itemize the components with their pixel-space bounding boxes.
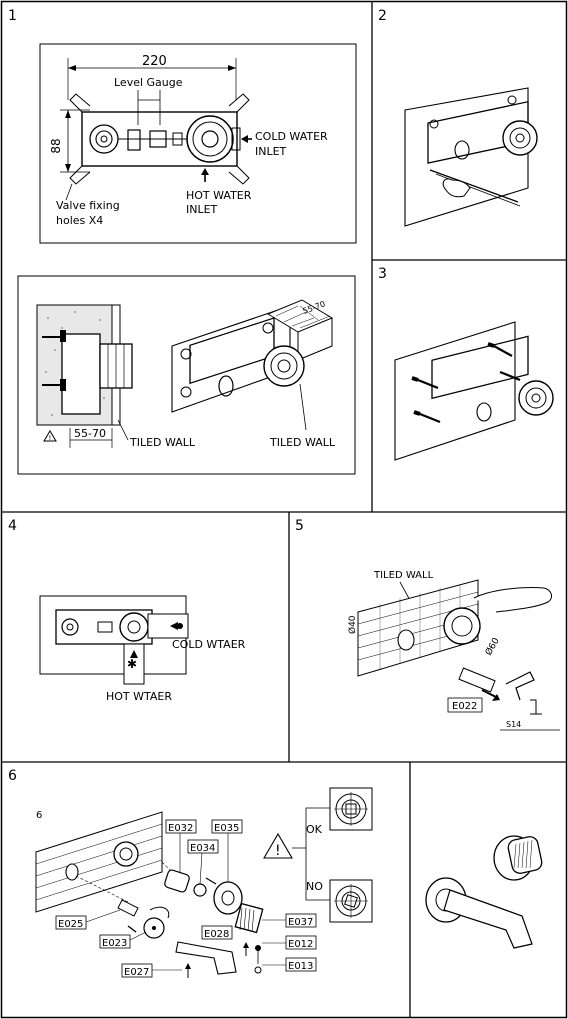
panel-number: 4 xyxy=(8,518,17,534)
part-e013: E013 xyxy=(288,961,313,972)
hot-water-label: HOT WTAER xyxy=(106,690,172,703)
wall-depth-drawing: 55-70 ! TILED WALL 55-70 TILED WALL xyxy=(17,275,356,475)
valve-fixing-label: Valve fixing xyxy=(56,199,120,212)
level-gauge-label: Level Gauge xyxy=(114,76,183,89)
panel-4-drawing: ✱ COLD WTAER HOT WTAER xyxy=(39,595,246,703)
panel-number: 5 xyxy=(295,518,304,534)
part-e034: E034 xyxy=(190,843,215,854)
panel-5-drawing: TILED WALL Ø40 Ø60 E022 S14 xyxy=(347,570,560,731)
hot-inlet-label-2: INLET xyxy=(186,203,218,216)
panel-number: 6 xyxy=(8,768,17,784)
part-e028: E028 xyxy=(204,929,229,940)
spanner-size: S14 xyxy=(506,720,521,729)
panel-number: 6 xyxy=(36,810,42,821)
diameter-40: Ø40 xyxy=(347,615,358,634)
part-e025: E025 xyxy=(58,919,83,930)
part-e035: E035 xyxy=(214,823,239,834)
part-e032: E032 xyxy=(168,823,193,834)
tiled-wall-label: TILED WALL xyxy=(129,436,196,449)
hot-inlet-label: HOT WATER xyxy=(186,189,252,202)
diameter-60: Ø60 xyxy=(483,636,502,658)
cold-inlet-label-2: INLET xyxy=(255,145,287,158)
panel-number: 3 xyxy=(378,266,387,282)
valve-fixing-label-2: holes X4 xyxy=(56,214,103,227)
panel-3-drawing xyxy=(394,321,554,461)
cold-inlet-label: COLD WATER xyxy=(255,130,328,143)
part-e027: E027 xyxy=(124,967,149,978)
part-e012: E012 xyxy=(288,939,313,950)
valve-dimension-drawing: 220 88 Level Gauge COLD WATER INLE xyxy=(39,43,357,244)
part-e023: E023 xyxy=(102,938,127,949)
part-e022: E022 xyxy=(452,701,477,712)
svg-text:!: ! xyxy=(275,843,281,859)
no-label: NO xyxy=(306,880,323,893)
height-dimension: 88 xyxy=(49,138,63,153)
svg-text:!: ! xyxy=(49,434,52,442)
width-dimension: 220 xyxy=(142,54,167,69)
part-e037: E037 xyxy=(288,917,313,928)
part-labels: E032 E035 E034 E025 E023 E028 E027 E037 … xyxy=(55,819,317,978)
assembled-faucet xyxy=(425,835,543,949)
panel-number: 2 xyxy=(378,8,387,24)
tiled-wall-label: TILED WALL xyxy=(373,570,434,581)
tiled-wall-label-iso: TILED WALL xyxy=(269,436,336,449)
depth-dimension: 55-70 xyxy=(74,427,106,440)
panel-number: 1 xyxy=(8,8,17,24)
cold-water-label: COLD WTAER xyxy=(172,638,246,651)
svg-text:✱: ✱ xyxy=(127,657,137,671)
exploded-view: E032 E035 E034 E025 E023 E028 E027 E037 … xyxy=(35,787,373,978)
ok-label: OK xyxy=(306,823,323,836)
part-label-box xyxy=(447,697,483,713)
panel-2-drawing xyxy=(404,87,538,227)
